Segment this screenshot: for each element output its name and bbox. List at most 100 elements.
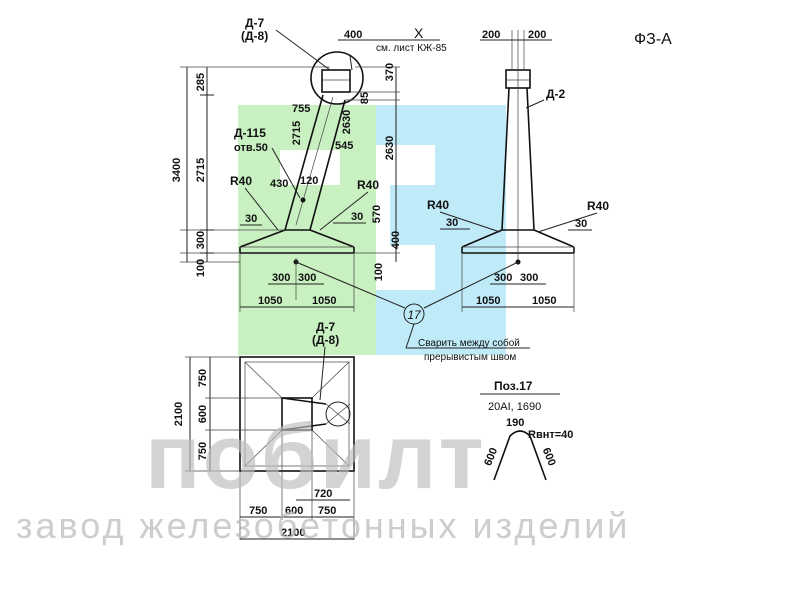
section-x-label: X (414, 25, 424, 41)
side-view: 200 200 Д-2 R40 R40 30 30 300 300 1050 1… (427, 29, 609, 312)
callout-d7-leader (275, 29, 331, 71)
dim-285: 285 (195, 73, 207, 91)
side-dim-300-a: 300 (494, 272, 512, 284)
plan-diag-2 (311, 361, 350, 399)
dim-30-front-right: 30 (351, 211, 363, 223)
plan-callout-d7: Д-7 (316, 320, 336, 334)
dim-755: 755 (292, 103, 310, 115)
dim-370: 370 (384, 63, 396, 81)
callout-d7-front: Д-7 (245, 16, 265, 30)
pos17-190: 190 (506, 417, 524, 429)
plan-outer (239, 356, 355, 472)
side-dim-1050-b: 1050 (532, 295, 556, 307)
dim-570: 570 (371, 205, 383, 223)
dim-1050-front-b: 1050 (312, 295, 336, 307)
cyan-block-bottom (376, 290, 506, 355)
dim-300-front-b: 300 (298, 272, 316, 284)
plan-dim-2100-h: 2100 (281, 527, 305, 539)
dim-120: 120 (300, 175, 318, 187)
section-x-ref: см. лист КЖ-85 (376, 43, 447, 54)
side-r40-left-leader (439, 211, 501, 233)
side-dim-300-b: 300 (520, 272, 538, 284)
section-x: X см. лист КЖ-85 (346, 25, 447, 71)
r40-front-left-leader (244, 187, 279, 231)
weld-leader-1 (295, 261, 406, 309)
plan-dim-2100-v: 2100 (173, 402, 185, 426)
plan-head-x2 (325, 403, 351, 425)
pos17-title: Поз.17 (494, 379, 533, 393)
plan-callout-d8: (Д-8) (312, 333, 339, 347)
side-r40-right-leader (537, 212, 598, 233)
plan-diag-3 (244, 429, 283, 467)
side-column-right (526, 87, 535, 231)
pos17-radius: Rвнт=40 (528, 429, 573, 441)
section-x-leader (349, 55, 353, 71)
plan-column-foot (281, 397, 313, 431)
side-r40-left: R40 (427, 198, 449, 212)
watermark: побилт завод железобетонных изделий (16, 406, 630, 546)
dim-85: 85 (359, 92, 371, 104)
pos17-600-b: 600 (540, 446, 558, 468)
dim-430: 430 (270, 178, 288, 190)
side-dim-30-left: 30 (446, 217, 458, 229)
callout-d2-leader (525, 99, 545, 109)
plan-dim-750-b: 750 (197, 442, 209, 460)
plan-dim-750-h-b: 750 (318, 505, 336, 517)
weld-note: 17 Сварить между собой прерывистым швом (295, 261, 530, 363)
plan-column-top-edge (281, 397, 327, 405)
weld-leader-3 (405, 323, 415, 349)
cyan-block-top (376, 105, 506, 145)
side-dim-200-b: 200 (528, 29, 546, 41)
plan-inner (244, 361, 350, 467)
r40-front-right-leader (319, 191, 369, 231)
dim-400-right: 400 (390, 231, 402, 249)
dim-3400: 3400 (171, 158, 183, 182)
plan-diag-1 (244, 361, 283, 399)
callout-d8-front: (Д-8) (241, 29, 268, 43)
callout-d115-leader (271, 147, 301, 199)
plan-dim-750-a: 750 (197, 369, 209, 387)
dim-400-top: 400 (344, 29, 362, 41)
plan-dim-600-v: 600 (197, 405, 209, 423)
pos17-detail: Поз.17 20AI, 1690 190 Rвнт=40 600 600 (480, 379, 573, 481)
watermark-subtitle: завод железобетонных изделий (16, 505, 630, 546)
plan-column-bottom-edge (281, 423, 327, 431)
base-right-slope (309, 229, 355, 248)
dim-30-front-left: 30 (245, 213, 257, 225)
base-left-slope (239, 229, 286, 248)
plan-diag-4 (311, 429, 350, 467)
side-column-left (501, 87, 510, 231)
side-r40-right: R40 (587, 199, 609, 213)
sheet-title: ФЗ-А (634, 31, 672, 48)
weld-leader-2 (423, 261, 519, 309)
dim-2630-slant: 2630 (341, 110, 353, 134)
dim-2630-right: 2630 (384, 136, 396, 160)
column-axis (295, 96, 334, 226)
plan-callout-leader (319, 346, 326, 401)
dim-1050-front-a: 1050 (258, 295, 282, 307)
dim-545: 545 (335, 140, 353, 152)
plan-view: Д-7 (Д-8) 2100 750 600 750 720 750 600 7… (173, 320, 355, 540)
callout-d2: Д-2 (546, 87, 566, 101)
column-left-edge (284, 94, 324, 231)
dim-100-left: 100 (195, 259, 207, 277)
column-head (321, 69, 351, 93)
plan-head-circle (325, 401, 351, 427)
callout-hole: отв.50 (234, 142, 268, 154)
pos-17-number: 17 (407, 308, 422, 322)
white-cut-2 (390, 245, 435, 275)
side-base-right-slope (533, 229, 575, 248)
callout-d115: Д-115 (234, 126, 266, 140)
detail-x-circle (310, 51, 364, 105)
r40-front-right: R40 (357, 178, 379, 192)
background-blocks (238, 105, 506, 355)
weld-note-line2: прерывистым швом (424, 352, 516, 363)
plan-dim-600-h: 600 (285, 505, 303, 517)
weld-note-line1: Сварить между собой (418, 337, 520, 349)
side-dim-30-right: 30 (575, 218, 587, 230)
hole-marker (300, 197, 306, 203)
pos17-bent-bar (493, 430, 547, 481)
plan-dim-720: 720 (314, 488, 332, 500)
